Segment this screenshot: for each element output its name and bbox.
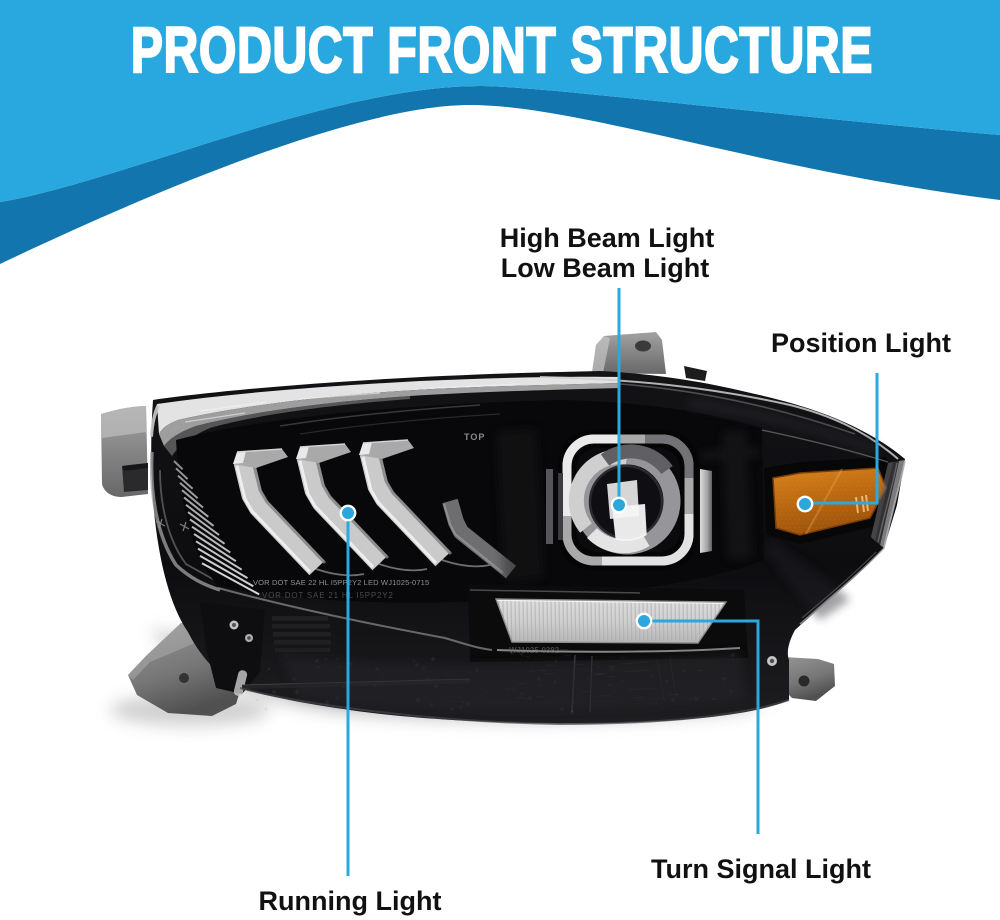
svg-text:Low Beam Light: Low Beam Light (501, 253, 710, 283)
svg-text:VOR DOT SAE 21 HL I5PP2Y2: VOR DOT SAE 21 HL I5PP2Y2 (262, 591, 394, 600)
svg-text:WJ1025-0382: WJ1025-0382 (509, 646, 560, 655)
svg-text:Position Light: Position Light (771, 328, 951, 358)
svg-text:PRODUCT FRONT STRUCTURE: PRODUCT FRONT STRUCTURE (131, 14, 873, 85)
svg-text:Running Light: Running Light (259, 886, 442, 916)
svg-text:High Beam Light: High Beam Light (500, 223, 715, 253)
svg-text:VOR DOT SAE 22 HL I5PP2Y2 LED: VOR DOT SAE 22 HL I5PP2Y2 LED WJ1025-071… (253, 578, 429, 587)
svg-text:TOP: TOP (464, 432, 485, 442)
svg-text:Turn Signal Light: Turn Signal Light (651, 854, 871, 884)
